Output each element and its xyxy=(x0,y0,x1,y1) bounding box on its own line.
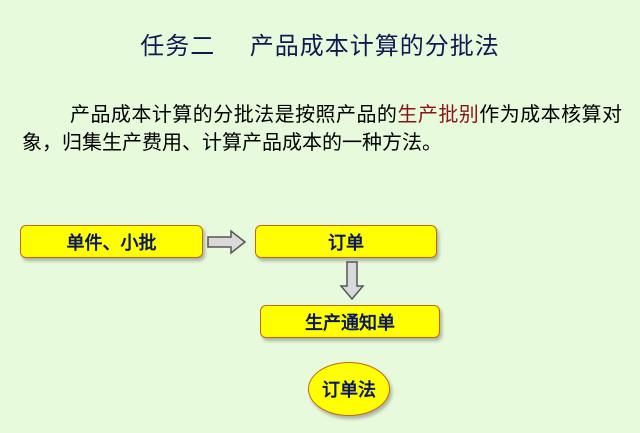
result-ellipse-order-method: 订单法 xyxy=(308,362,390,416)
description-text-after: 作为成本核算对象，归集生产费用、计算产品成本的一种方法。 xyxy=(22,102,623,154)
description-highlight: 生产批别 xyxy=(397,102,480,126)
description-text-before: 产品成本计算的分批法是按照产品的 xyxy=(70,102,398,126)
box-order: 订单 xyxy=(255,225,437,258)
box-single-small-batch: 单件、小批 xyxy=(20,225,203,258)
right-arrow-icon xyxy=(207,229,247,255)
slide-title: 任务二 产品成本计算的分批法 xyxy=(140,32,500,60)
down-arrow-icon xyxy=(339,261,365,301)
box-production-notice: 生产通知单 xyxy=(260,305,440,338)
description-paragraph: 产品成本计算的分批法是按照产品的生产批别作为成本核算对象，归集生产费用、计算产品… xyxy=(22,100,622,156)
